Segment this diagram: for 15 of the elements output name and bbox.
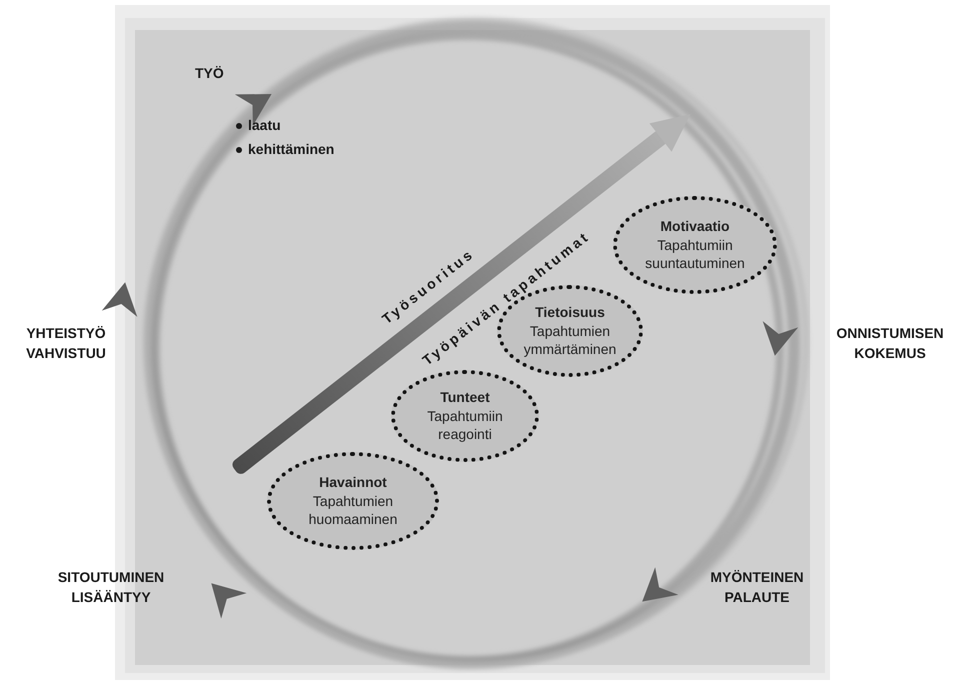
ellipse-heading: Tunteet — [440, 389, 490, 407]
ellipse-text: Tapahtumiin reagointi — [426, 406, 504, 443]
ellipse-heading: Motivaatio — [660, 218, 730, 236]
stage-label: ONNISTUMISEN KOKEMUS — [835, 324, 945, 363]
bullet-item: laatu — [236, 116, 368, 136]
ellipse-text: Tapahtumien huomaaminen — [308, 492, 398, 528]
stage-label: YHTEISTYÖ VAHVISTUU — [25, 324, 107, 363]
ellipse-heading: Tietoisuus — [535, 304, 605, 322]
stage-label: SITOUTUMINEN LISÄÄNTYY — [56, 568, 166, 607]
stage-label: TYÖ — [195, 64, 225, 83]
stage-label: MYÖNTEINEN PALAUTE — [709, 568, 805, 607]
ellipse-heading: Havainnot — [319, 474, 387, 492]
ellipse-text: Tapahtumien ymmärtäminen — [522, 322, 618, 358]
bullet-item: kehittäminen — [236, 140, 388, 160]
ellipse-text: Tapahtumiin suuntautuminen — [644, 236, 746, 272]
